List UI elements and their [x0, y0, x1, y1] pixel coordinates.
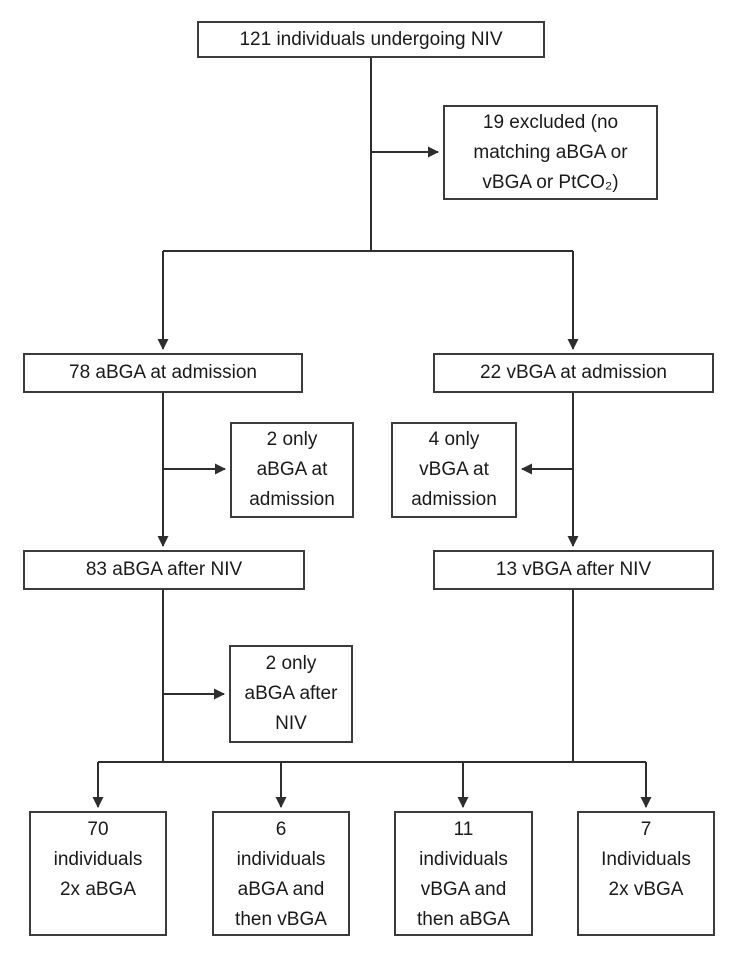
node-only-abga-after-niv: 2 only aBGA after NIV [229, 645, 353, 743]
node-2x-vbga: 7 Individuals 2x vBGA [577, 811, 715, 936]
node-excluded: 19 excluded (no matching aBGA or vBGA or… [443, 105, 658, 200]
node-vbga-after-niv: 13 vBGA after NIV [433, 550, 714, 590]
node-total-individuals: 121 individuals undergoing NIV [197, 21, 545, 58]
node-abga-then-vbga: 6 individuals aBGA and then vBGA [212, 811, 350, 936]
node-vbga-then-abga: 11 individuals vBGA and then aBGA [394, 811, 533, 936]
node-2x-abga: 70 individuals 2x aBGA [29, 811, 167, 936]
node-abga-at-admission: 78 aBGA at admission [23, 353, 303, 393]
node-only-vbga-at-admission: 4 only vBGA at admission [391, 422, 517, 518]
node-only-abga-at-admission: 2 only aBGA at admission [230, 422, 354, 518]
node-abga-after-niv: 83 aBGA after NIV [23, 550, 305, 590]
node-vbga-at-admission: 22 vBGA at admission [433, 353, 714, 393]
